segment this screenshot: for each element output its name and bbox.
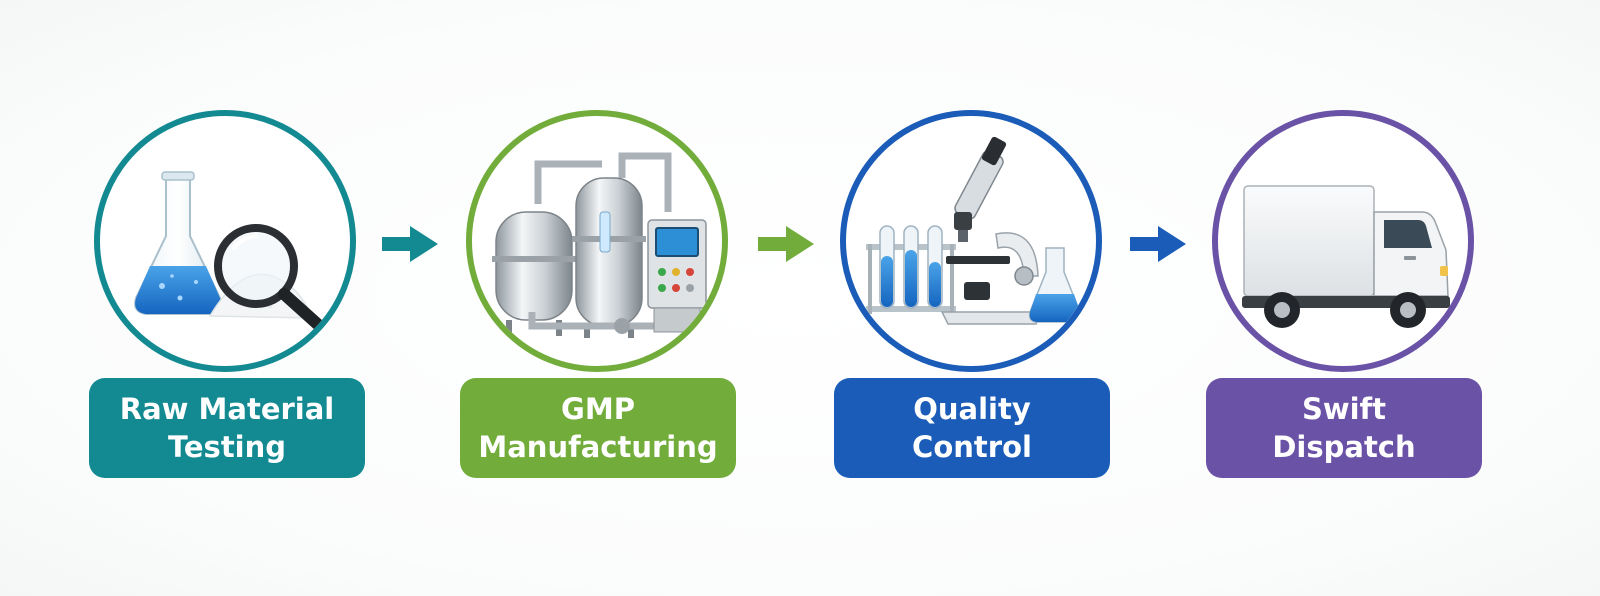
step-4-label: Swift Dispatch — [1206, 378, 1482, 478]
step-4-label-line1: Swift — [1301, 392, 1387, 426]
step-3-label-line2: Control — [912, 430, 1032, 464]
arrow-right-icon — [1130, 226, 1186, 262]
step-2-label: GMP Manufacturing — [460, 378, 736, 478]
step-4-label-line2: Dispatch — [1272, 430, 1416, 464]
step-1-circle — [94, 110, 356, 372]
step-2-label-line1: GMP — [561, 392, 635, 426]
step-3-circle — [840, 110, 1102, 372]
step-2-circle — [466, 110, 728, 372]
arrow-right-icon — [382, 226, 438, 262]
flask-magnifier-icon — [134, 171, 330, 336]
step-3-label-line1: Quality — [913, 392, 1031, 426]
step-2-label-line2: Manufacturing — [478, 430, 718, 464]
arrow-right-icon — [758, 226, 814, 262]
delivery-truck-icon — [1242, 185, 1450, 328]
steel-tanks-icon — [492, 152, 707, 338]
microscope-icon — [866, 136, 1082, 325]
step-1-label-line2: Testing — [167, 430, 287, 464]
step-4-circle — [1212, 110, 1474, 372]
step-3-label: Quality Control — [834, 378, 1110, 478]
step-1-label: Raw Material Testing — [89, 378, 365, 478]
step-1-label-line1: Raw Material — [119, 392, 335, 426]
